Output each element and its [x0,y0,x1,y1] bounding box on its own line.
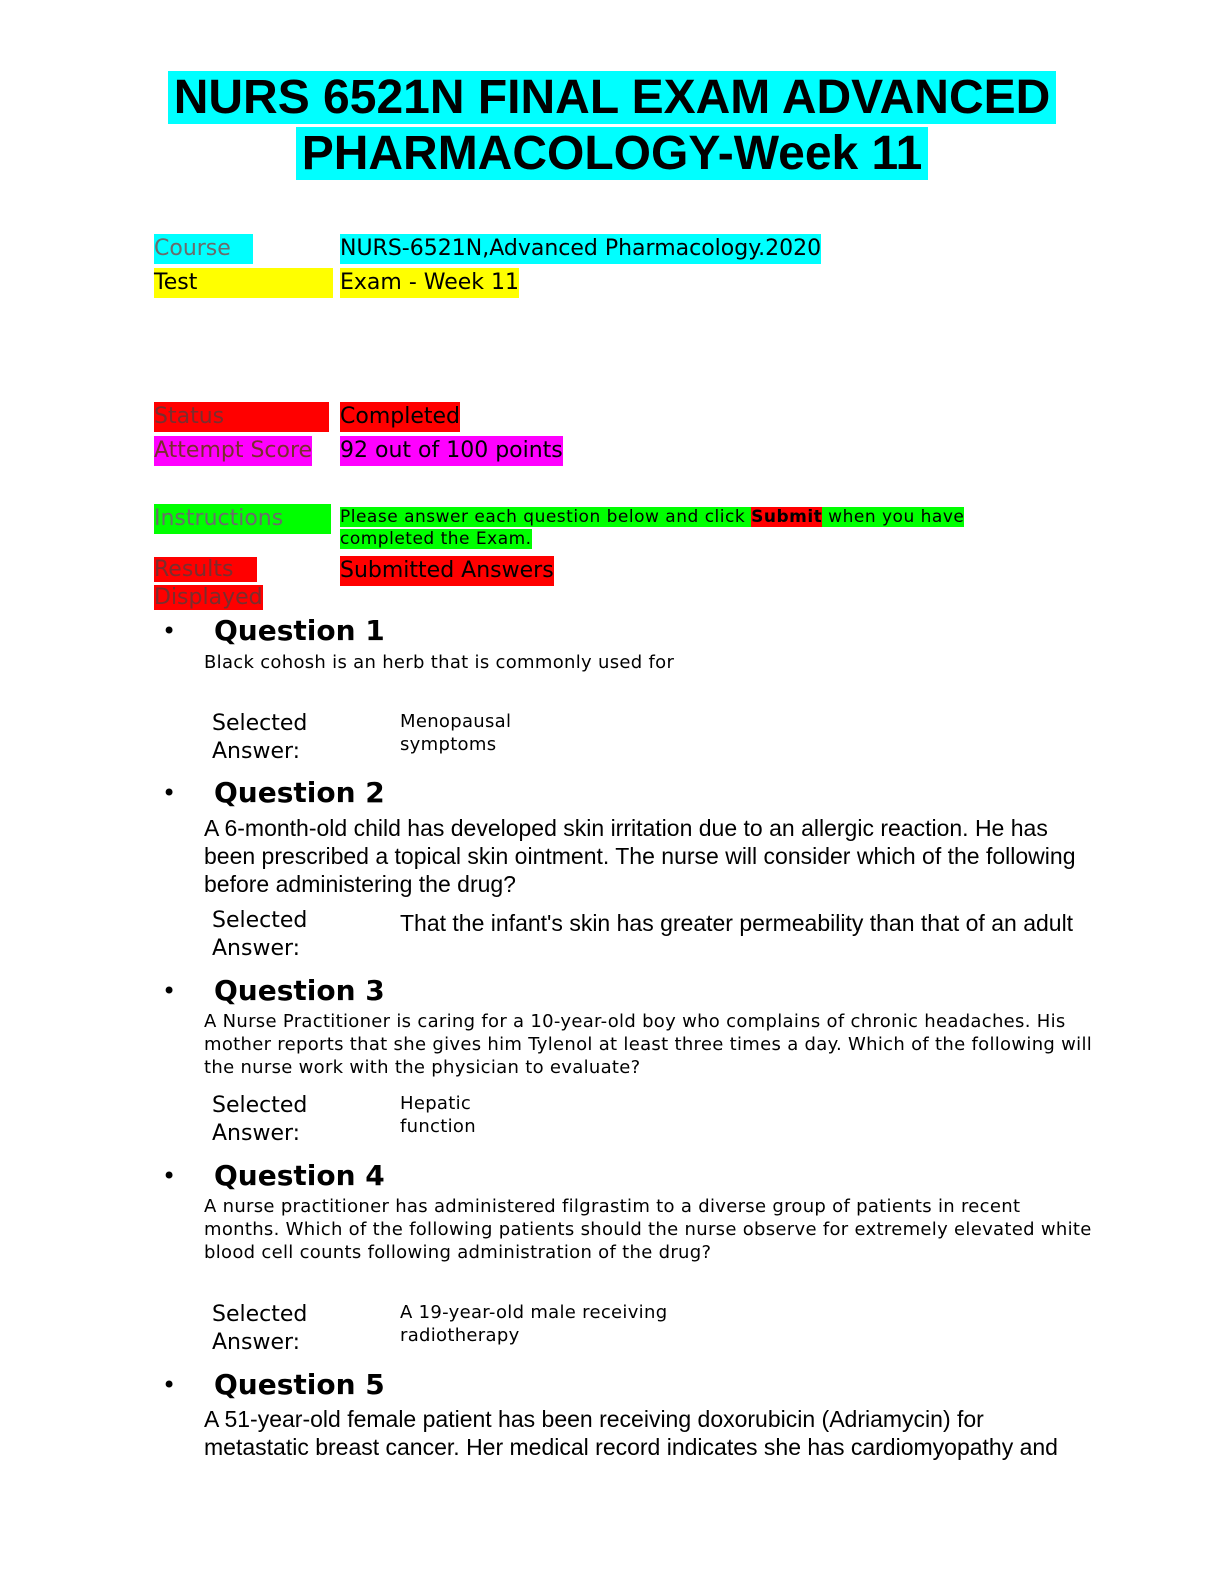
selected-answer-label: Selected Answer: [212,710,362,766]
submit-keyword: Submit [751,507,823,527]
question-heading: Question 4 [214,1159,385,1192]
status-value: Completed [340,402,460,432]
instructions-value: Please answer each question below and cl… [340,506,1030,550]
selected-answer-label: Selected Answer: [212,1301,362,1357]
bullet: • [162,1371,177,1399]
results-label-line-2: Displayed [154,585,263,610]
selected-answer-label: Selected Answer: [212,1092,362,1148]
question-text: A Nurse Practitioner is caring for a 10-… [204,1011,1093,1078]
selected-label-line-1: Selected [212,908,308,933]
instructions-text-pre: Please answer each question below and cl… [340,507,752,527]
results-value: Submitted Answers [340,556,554,586]
answer-line-1: Hepatic [400,1093,472,1114]
instructions-label: Instructions [154,504,332,534]
answer-line-2: radiotherapy [400,1325,520,1346]
question-text: A 51-year-old female patient has been re… [204,1406,1058,1460]
title-line-1: NURS 6521N FINAL EXAM ADVANCED [167,71,1057,124]
selected-label-line-1: Selected [212,1302,308,1327]
course-label: Course [154,234,253,264]
selected-label-line-1: Selected [212,711,308,736]
score-value: 92 out of 100 points [340,436,563,466]
selected-answer-label: Selected Answer: [212,907,362,963]
selected-answer-value: That the infant's skin has greater perme… [400,910,1074,936]
bullet: • [162,617,177,645]
results-label-line-1: Results [154,557,258,582]
results-label: Results Displayed [154,556,263,612]
answer-line-1: A 19-year-old male receiving [400,1302,668,1323]
score-label: Attempt Score [154,436,313,466]
question-text: A 6-month-old child has developed skin i… [204,815,1076,897]
selected-label-line-2: Answer: [212,936,301,961]
question-heading: Question 3 [214,974,385,1007]
bullet: • [162,1162,177,1190]
document-title: NURS 6521N FINAL EXAM ADVANCED PHARMACOL… [0,70,1224,182]
status-label: Status [154,402,330,432]
selected-answer-value: Hepatic function [400,1092,476,1138]
selected-label-line-2: Answer: [212,739,301,764]
question-heading: Question 5 [214,1368,385,1401]
selected-label-line-1: Selected [212,1093,308,1118]
answer-line-2: function [400,1116,476,1137]
selected-label-line-2: Answer: [212,1330,301,1355]
selected-answer-value: Menopausal symptoms [400,710,511,756]
test-value: Exam - Week 11 [340,268,520,298]
selected-answer-value: A 19-year-old male receiving radiotherap… [400,1301,667,1347]
selected-label-line-2: Answer: [212,1121,301,1146]
question-text: A nurse practitioner has administered fi… [204,1196,1092,1263]
title-line-2: PHARMACOLOGY-Week 11 [295,127,929,180]
answer-line-1: Menopausal [400,711,512,732]
question-heading: Question 2 [214,776,385,809]
question-heading: Question 1 [214,614,385,647]
answer-line-2: symptoms [400,734,497,755]
question-text: Black cohosh is an herb that is commonly… [204,652,675,673]
bullet: • [162,779,177,807]
course-value: NURS-6521N,Advanced Pharmacology.2020 [340,234,822,264]
test-label: Test [154,268,334,298]
bullet: • [162,977,177,1005]
